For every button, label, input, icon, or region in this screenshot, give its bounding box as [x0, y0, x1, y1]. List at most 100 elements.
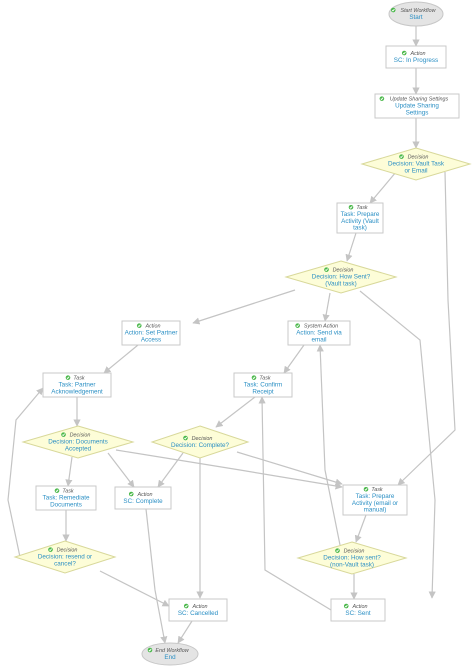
node-label: (Vault task): [325, 280, 356, 287]
check-circle-icon: [379, 96, 385, 101]
node-label: SC: Cancelled: [178, 610, 219, 617]
node-type-label: Action: [137, 492, 153, 498]
node-box: [330, 598, 386, 622]
node-label: Activity (Vault: [341, 218, 379, 225]
node-label: Start: [409, 14, 423, 21]
node-box: [168, 598, 228, 622]
edge-dec-vault-or-email-to-task-prepare-vault: [369, 171, 397, 204]
node-label: Receipt: [252, 388, 274, 395]
node-type-label: Decision: [408, 154, 429, 160]
node-label: Decision: Documents: [48, 438, 108, 445]
node-type-label: Start Workflow: [400, 8, 436, 14]
node-box: [342, 484, 408, 516]
node-box: [374, 93, 460, 119]
decision-diamond: [284, 260, 398, 294]
node-label: Activity (email or: [352, 500, 398, 507]
node-label: Task: Prepare: [356, 493, 395, 500]
edge-dec-docs-accepted-to-task-remediate: [65, 456, 73, 487]
node-type-label: Task: [356, 205, 367, 211]
node-label: SC: In Progress: [394, 57, 438, 64]
node-type-label: System Action: [304, 323, 338, 329]
check-circle-icon: [399, 154, 404, 159]
node-label: Decision: resend or: [38, 553, 92, 560]
check-circle-icon: [65, 375, 71, 380]
node-label: Action: Set Partner: [125, 329, 178, 336]
node-type-label: Action: [192, 604, 208, 610]
node-type-label: Decision: [192, 436, 213, 442]
node-label: Decision: How Sent?: [312, 273, 371, 280]
node-box: [35, 485, 97, 511]
check-circle-icon: [390, 7, 396, 13]
check-circle-icon: [335, 548, 340, 553]
edge-dec-how-sent-vault-to-sc-sent: [359, 290, 436, 599]
edge-dec-how-sent-vault-to-send-via-email: [322, 292, 331, 322]
edge-dec-complete-to-task-prepare-email: [236, 451, 343, 486]
check-circle-icon: [343, 603, 349, 609]
node-box: [121, 320, 181, 346]
decision-diamond: [360, 147, 472, 181]
node-type-label: Decision: [70, 432, 91, 438]
node-box: [114, 486, 172, 510]
check-circle-icon: [295, 323, 300, 328]
check-circle-icon: [183, 435, 188, 441]
edge-dec-how-sent-nonvault-to-send-via-email: [316, 344, 341, 546]
edge-send-via-email-to-task-confirm-receipt: [283, 344, 305, 374]
check-circle-icon: [363, 486, 369, 492]
node-label: Acknowledgement: [51, 388, 103, 395]
node-label: cancel?: [54, 560, 76, 567]
node-label: Decision: How sent?: [323, 554, 381, 561]
terminal-oval: [388, 1, 444, 27]
node-label: SC: Complete: [123, 498, 163, 505]
decision-diamond: [13, 540, 117, 574]
node-label: task): [353, 225, 367, 232]
node-label: Task: Partner: [58, 381, 95, 388]
node-type-label: End Workflow: [155, 648, 189, 654]
edge-task-confirm-receipt-to-dec-complete: [215, 396, 256, 428]
node-type-label: Task: [259, 375, 270, 381]
node-type-label: Update Sharing Settings: [390, 96, 449, 102]
node-box: [42, 372, 112, 398]
check-circle-icon: [348, 204, 354, 210]
edge-dec-docs-accepted-to-task-prepare-email: [115, 449, 343, 490]
edge-dec-vault-or-email-to-task-prepare-email: [397, 171, 456, 486]
edge-dec-resend-cancel-to-sc-cancelled: [99, 570, 170, 607]
check-circle-icon: [324, 267, 329, 272]
node-label: (non-Vault task): [330, 561, 374, 568]
terminal-oval: [141, 642, 199, 666]
node-label: SC: Sent: [345, 610, 370, 617]
node-label: Settings: [406, 109, 429, 116]
node-box: [233, 372, 293, 398]
edge-sc-sent-to-task-confirm-receipt: [258, 396, 332, 611]
node-label: Accepted: [65, 445, 92, 452]
node-type-label: Task: [73, 375, 84, 381]
node-label: Task: Remediate: [43, 494, 90, 501]
decision-diamond: [296, 541, 408, 575]
node-type-label: Decision: [344, 548, 365, 554]
edge-dec-resend-cancel-to-task-partner-ack: [7, 387, 44, 558]
check-circle-icon: [136, 323, 142, 328]
check-circle-icon: [183, 603, 189, 609]
node-type-label: Action: [145, 323, 161, 329]
edges-layer: [7, 26, 456, 644]
